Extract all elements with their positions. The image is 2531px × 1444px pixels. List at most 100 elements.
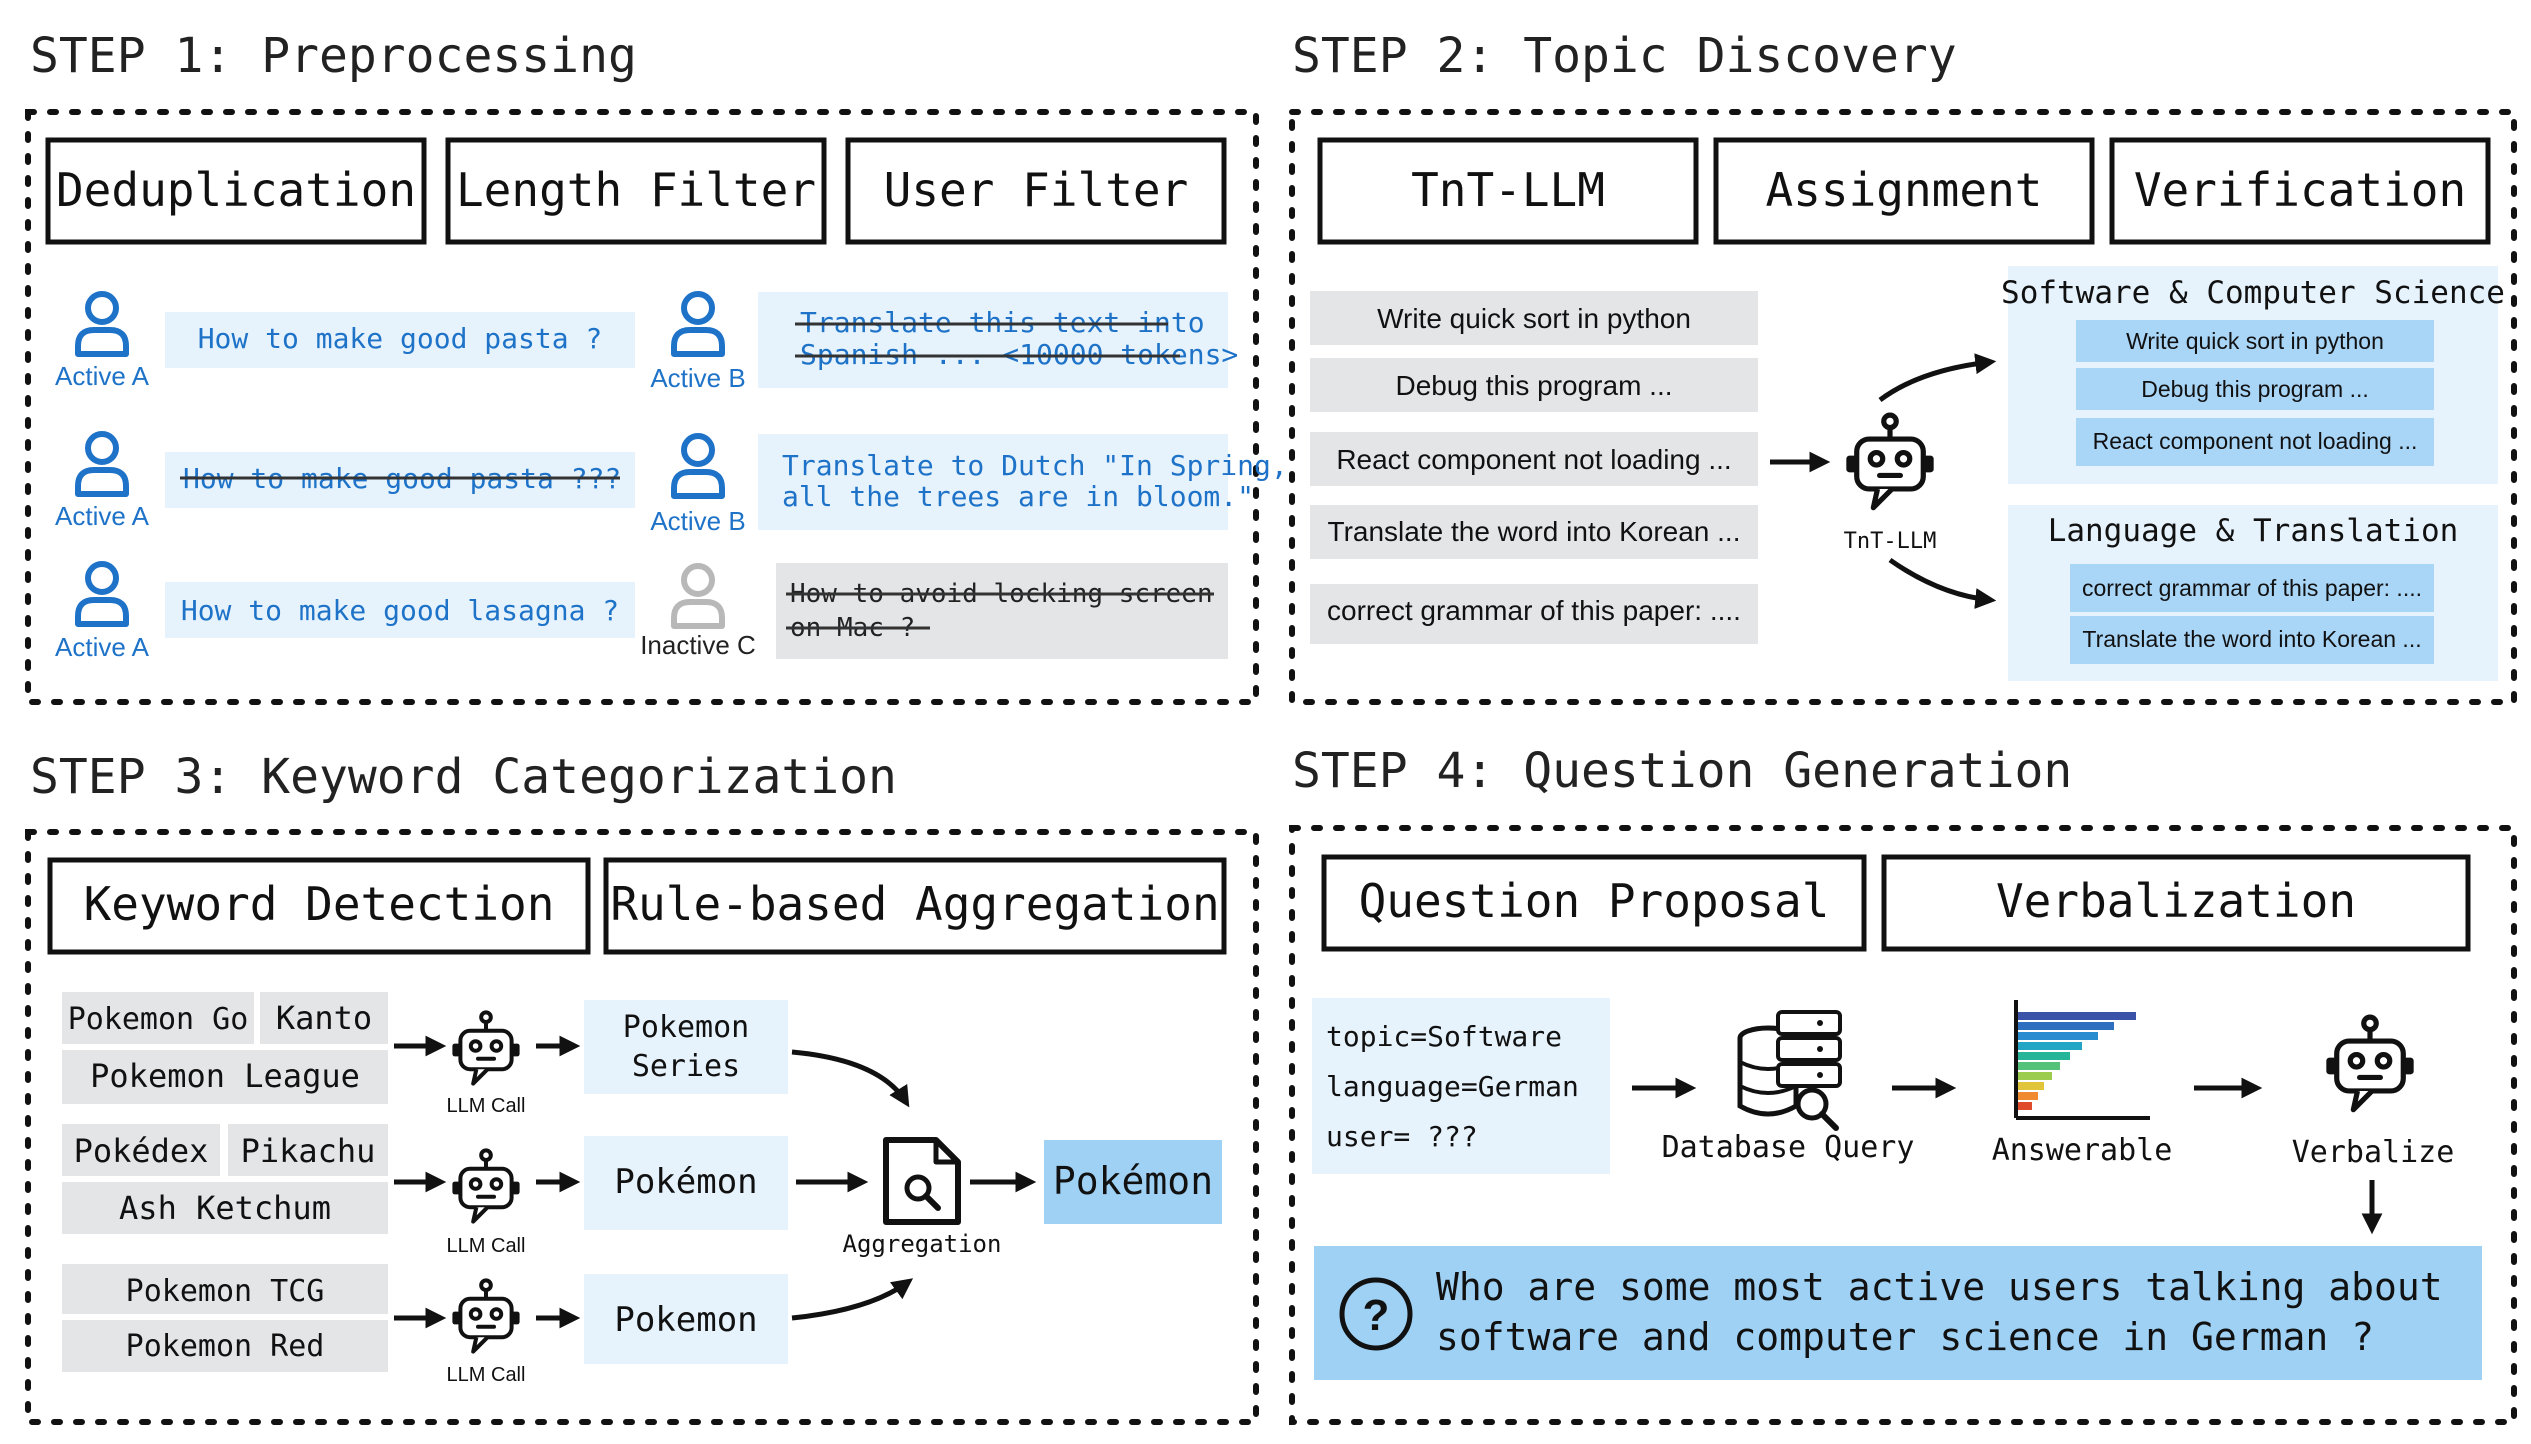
header-question-proposal-label: Question Proposal: [1359, 874, 1830, 928]
user-active-a-2: Active A: [55, 434, 150, 531]
header-tnt-llm: [1317, 137, 1699, 245]
answerable-label: Answerable: [1992, 1133, 2173, 1168]
length-query-2-box: [758, 434, 1228, 530]
query-text: Translate the word into Korean ...: [1328, 516, 1741, 547]
header-keyword-detection: [47, 857, 591, 955]
user-active-b-2: Active B: [650, 436, 746, 536]
step3-title: STEP 3: Keyword Categorization: [30, 749, 897, 805]
step1-title: STEP 1: Preprocessing: [30, 28, 637, 84]
query-box: [1310, 584, 1758, 644]
inactive-query-box: [776, 563, 1228, 659]
robot-icon: [452, 1150, 519, 1221]
header-deduplication-label: Deduplication: [56, 163, 416, 217]
topic-item-box: [2076, 320, 2434, 362]
keyword: Pokédex: [74, 1132, 209, 1170]
user-label: Active B: [650, 363, 745, 393]
user-icon: [78, 294, 126, 354]
topic-language-title: Language & Translation: [2048, 513, 2459, 549]
user-icon: [78, 434, 126, 494]
query-box: [1310, 291, 1758, 345]
document-search-icon: [883, 1137, 961, 1225]
svg-text:?: ?: [1363, 1291, 1390, 1340]
keyword: Pikachu: [241, 1132, 376, 1170]
topic-item: Write quick sort in python: [2126, 328, 2384, 354]
header-question-proposal: [1321, 854, 1867, 952]
robot-icon: [2326, 1017, 2413, 1110]
llm-call-label: LLM Call: [447, 1364, 526, 1386]
output-label: Pokemon: [614, 1300, 757, 1340]
query-text: correct grammar of this paper: ....: [1327, 595, 1741, 626]
output-box: [584, 1000, 788, 1094]
question-line-2: software and computer science in German …: [1436, 1315, 2374, 1359]
header-assignment: [1713, 137, 2095, 245]
tnt-llm-label: TnT-LLM: [1844, 529, 1937, 554]
length-query-2-line2: all the trees are in bloom.": [782, 480, 1254, 513]
query-box: [1310, 505, 1758, 559]
keyword-box: [62, 1182, 388, 1234]
dedup-query-1: How to make good pasta ?: [198, 322, 603, 355]
database-icon: [1737, 1010, 1842, 1131]
topic-item: React component not loading ...: [2093, 428, 2418, 454]
keyword-box: [62, 1050, 388, 1104]
robot-icon: [452, 1012, 519, 1083]
topic-item-box: [2070, 616, 2434, 664]
header-tnt-llm-label: TnT-LLM: [1411, 163, 1605, 217]
robot-icon: [452, 1280, 519, 1351]
user-icon: [674, 566, 722, 626]
question-line-1: Who are some most active users talking a…: [1436, 1265, 2443, 1309]
output-label: Pokémon: [614, 1162, 757, 1202]
arrow: [1888, 557, 1997, 609]
step4-panel: [1289, 825, 2517, 1425]
param: topic=Software: [1326, 1020, 1562, 1053]
step4-title: STEP 4: Question Generation: [1292, 743, 2072, 799]
header-length-filter-label: Length Filter: [456, 163, 816, 217]
llm-call-label: LLM Call: [447, 1095, 526, 1117]
header-user-filter-label: User Filter: [884, 163, 1189, 217]
query-box: [1310, 432, 1758, 486]
user-label: Active B: [650, 506, 745, 536]
arrow: [1878, 353, 1997, 403]
user-icon: [78, 564, 126, 624]
keyword-box: [62, 1124, 220, 1176]
header-verification: [2109, 137, 2491, 245]
user-active-a-3: Active A: [55, 564, 150, 662]
keyword: Ash Ketchum: [119, 1189, 331, 1227]
user-label: Active A: [55, 361, 150, 391]
output-box: [584, 1274, 788, 1364]
keyword-box: [62, 1264, 388, 1314]
header-assignment-label: Assignment: [1766, 163, 2043, 217]
llm-call-label: LLM Call: [447, 1235, 526, 1257]
query-text: React component not loading ...: [1336, 444, 1731, 475]
param: user= ???: [1326, 1120, 1478, 1153]
query-box: [1310, 358, 1758, 412]
question-icon: ?: [1339, 1277, 1413, 1351]
length-query-1-box: [758, 292, 1228, 388]
header-rule-based-aggregation: [603, 857, 1227, 955]
user-inactive-c: Inactive C: [640, 566, 756, 660]
user-label: Active A: [55, 632, 150, 662]
step2-headers: TnT-LLM Assignment Verification: [1317, 137, 2491, 245]
topic-item-box: [2070, 564, 2434, 612]
keyword-box: [260, 992, 388, 1044]
query-text: Write quick sort in python: [1377, 303, 1691, 334]
arrow: [791, 1049, 910, 1108]
dedup-query-3: How to make good lasagna ?: [181, 594, 619, 627]
length-query-2-line1: Translate to Dutch "In Spring,: [782, 449, 1288, 482]
user-icon: [674, 294, 722, 354]
topic-item: Debug this program ...: [2141, 376, 2369, 402]
output-label: Pokemon: [623, 1010, 749, 1045]
keyword-box: [62, 1320, 388, 1372]
topic-item-box: [2076, 368, 2434, 410]
keyword: Kanto: [276, 999, 372, 1037]
user-icon: [674, 436, 722, 496]
keyword: Pokemon League: [90, 1057, 360, 1095]
step4-headers: Question Proposal Verbalization: [1321, 854, 2471, 952]
header-deduplication: [45, 137, 427, 245]
user-label: Active A: [55, 501, 150, 531]
user-active-b-1: Active B: [650, 294, 746, 393]
header-verification-label: Verification: [2134, 163, 2466, 217]
topic-item: Translate the word into Korean ...: [2082, 626, 2421, 652]
step3-panel: [25, 829, 1259, 1425]
keyword: Pokemon Go: [68, 1002, 249, 1037]
final-category: Pokémon: [1053, 1159, 1213, 1203]
